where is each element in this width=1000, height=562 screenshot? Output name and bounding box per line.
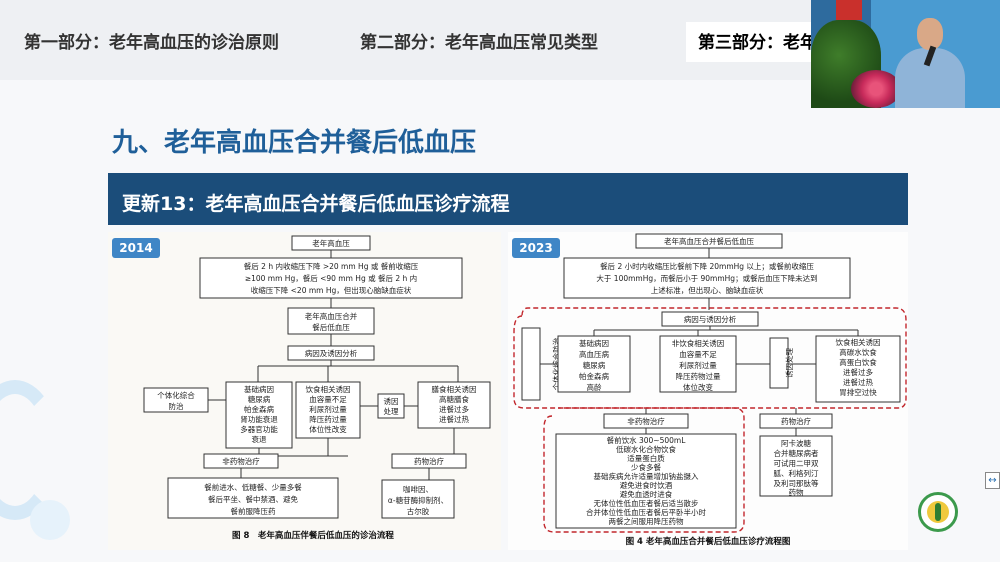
l-node-nondiet-5: 体位性改变 [309,424,347,434]
l-node-individual-2: 防治 [169,401,184,411]
speaker-head [917,18,943,50]
r-node-diet-4: 进餐过多 [843,367,873,377]
l-node-nonpharm-detail-3: 餐前服降压药 [231,506,276,516]
r-node-nondiet-1: 非饮食相关诱因 [672,338,725,348]
r-node-pharm-detail-4: 胍、利格列汀 [774,468,819,478]
r-node-base-3: 糖尿病 [583,360,606,370]
flowchart-2014: 2014 老年高血压 餐后 2 h 内收缩压下降 >20 mm Hg 或 餐前收… [108,232,501,550]
r-node-base-5: 高龄 [587,382,602,392]
r-node-nonpharm-detail-2: 低碳水化合物饮食 [616,444,676,454]
l-node-base-1: 基础病因 [244,384,274,394]
l-node-nondiet-3: 利尿剂过量 [309,404,347,414]
nav-part1[interactable]: 第一部分：老年高血压的诊治原则 [24,33,279,53]
r-node-nonpharm-detail-6: 避免进食时饮酒 [620,480,673,490]
decorative-circle [30,500,70,540]
l-node-individual-1: 个体化综合 [157,390,195,400]
l-node-start: 老年高血压 [312,238,350,248]
slide-title: 九、老年高血压合并餐后低血压 [112,128,477,158]
l-node-diet-1: 膳食相关诱因 [432,384,477,394]
slide-banner: 更新13：老年高血压合并餐后低血压诊疗流程 [108,173,908,225]
r-node-pharm-detail-5: 及利司那肽等 [774,478,819,488]
l-node-diagnosis-1: 老年高血压合并 [305,311,358,321]
l-node-pharm-detail-1: 咖啡因、 [403,484,433,494]
r-node-nondiet-3: 利尿剂过量 [679,360,717,370]
r-node-trigger: 诱因处理 [784,348,794,378]
l-node-nondiet-2: 血容量不足 [309,394,347,404]
r-node-diet-1: 饮食相关诱因 [836,337,881,347]
video-plaque [836,0,862,20]
r-node-nonpharm-detail-8: 无体位性低血压者餐后适当散步 [594,498,699,508]
r-node-nondiet-4: 降压药物过量 [676,371,721,381]
flowchart-2023-svg: 老年高血压合并餐后低血压 餐后 2 小时内收缩压比餐前下降 20mmHg 以上；… [513,233,907,547]
r-node-pharm-detail-6: 药物 [789,487,804,497]
r-node-analysis: 病因与诱因分析 [684,314,737,324]
society-logo [918,492,958,532]
r-node-criteria-2: 大于 100mmHg，而餐后小于 90mmHg；或餐后血压下降未达到 [596,273,817,283]
l-figure-caption: 图 8 老年高血压伴餐后低血压的诊治流程 [232,530,394,541]
decorative-arc [0,380,60,520]
speaker-video [811,0,1000,108]
r-node-nonpharm: 非药物治疗 [627,416,665,426]
r-node-nonpharm-detail-9: 合并体位性低血压者餐后平卧半小时 [586,507,706,517]
video-flowers [851,70,901,108]
r-node-base-1: 基础病因 [579,338,609,348]
year-badge-2014: 2014 [112,238,160,258]
r-node-nonpharm-detail-1: 餐前饮水 300~500mL [607,435,687,445]
r-node-base-4: 帕金森病 [579,371,609,381]
l-node-trigger-1: 诱因 [384,397,399,406]
l-node-diagnosis-2: 餐后低血压 [312,322,350,332]
year-badge-2023: 2023 [512,238,560,258]
l-node-analysis: 病因及诱因分析 [305,348,358,358]
arrow-icon[interactable]: ↔ [985,472,1000,489]
l-node-criteria-2: ≥100 mm Hg，餐后 <90 mm Hg 或 餐后 2 h 内 [245,273,417,283]
l-node-base-4: 肾功能衰退 [240,414,278,424]
l-node-base-2: 糖尿病 [248,394,271,404]
r-node-pharm: 药物治疗 [781,416,811,426]
flowchart-2023: 2023 老年高血压合并餐后低血压 餐后 2 小时内收缩压比餐前下降 20mmH… [508,232,908,550]
l-node-pharm: 药物治疗 [414,456,444,466]
r-node-diet-5: 进餐过热 [843,377,873,387]
r-node-nonpharm-detail-4: 少食多餐 [631,462,661,472]
r-node-criteria-1: 餐后 2 小时内收缩压比餐前下降 20mmHg 以上；或餐前收缩压 [600,261,814,271]
r-node-nonpharm-detail-10: 两餐之间服用降压药物 [609,516,684,526]
l-node-pharm-detail-2: α-糖苷酶抑制剂、 [388,495,448,505]
l-node-criteria-3: 收缩压下降 <20 mm Hg，但出现心脑缺血症状 [251,285,412,295]
l-node-pharm-detail-3: 古尔胶 [407,506,430,516]
r-node-start: 老年高血压合并餐后低血压 [664,236,754,246]
logo-figure [935,503,941,521]
l-node-nondiet-4: 降压药过量 [309,414,347,424]
l-node-nonpharm-detail-1: 餐前进水、低糖餐、少量多餐 [204,482,302,492]
l-node-base-5: 多器官功能 [240,424,278,434]
l-node-base-6: 衰退 [252,434,267,444]
r-node-pharm-detail-2: 合并糖尿病者 [774,448,819,458]
r-figure-caption: 图 4 老年高血压合并餐后低血压诊疗流程图 [626,536,791,547]
flowchart-2014-svg: 老年高血压 餐后 2 h 内收缩压下降 >20 mm Hg 或 餐前收缩压 ≥1… [143,235,491,541]
r-node-diet-6: 胃排空过快 [839,387,877,397]
l-node-diet-4: 进餐过热 [439,414,469,424]
nav-part3[interactable]: 第三部分：老年 [686,22,811,62]
r-node-pharm-detail-1: 阿卡波糖 [781,438,811,448]
nav-part2[interactable]: 第二部分：老年高血压常见类型 [360,33,598,53]
r-node-nonpharm-detail-5: 基础疾病允许适量增加钠盐摄入 [594,471,699,481]
l-node-criteria-1: 餐后 2 h 内收缩压下降 >20 mm Hg 或 餐前收缩压 [244,261,419,271]
r-node-base-2: 高血压病 [579,349,609,359]
l-node-diet-3: 进餐过多 [439,404,469,414]
l-node-base-3: 帕金森病 [244,404,274,414]
r-node-nonpharm-detail-3: 适量蛋白质 [627,453,665,463]
r-node-diet-2: 高碳水饮食 [839,347,877,357]
l-node-trigger-2: 处理 [384,406,399,416]
r-node-pharm-detail-3: 可试用二甲双 [774,458,819,468]
r-node-nondiet-2: 血容量不足 [679,349,717,359]
r-node-criteria-3: 上述标准，但出现心、脑缺血症状 [651,285,764,295]
r-node-nonpharm-detail-7: 避免血透时进食 [620,489,673,499]
l-node-nonpharm: 非药物治疗 [222,456,260,466]
r-node-diet-3: 高蛋白饮食 [839,357,877,367]
r-node-nondiet-5: 体位改变 [683,382,713,392]
l-node-nonpharm-detail-2: 餐后平坐、餐中禁酒、避免 [208,494,298,504]
l-node-nondiet-1: 饮食相关诱因 [306,384,351,394]
l-node-diet-2: 高糖膳食 [439,394,469,404]
